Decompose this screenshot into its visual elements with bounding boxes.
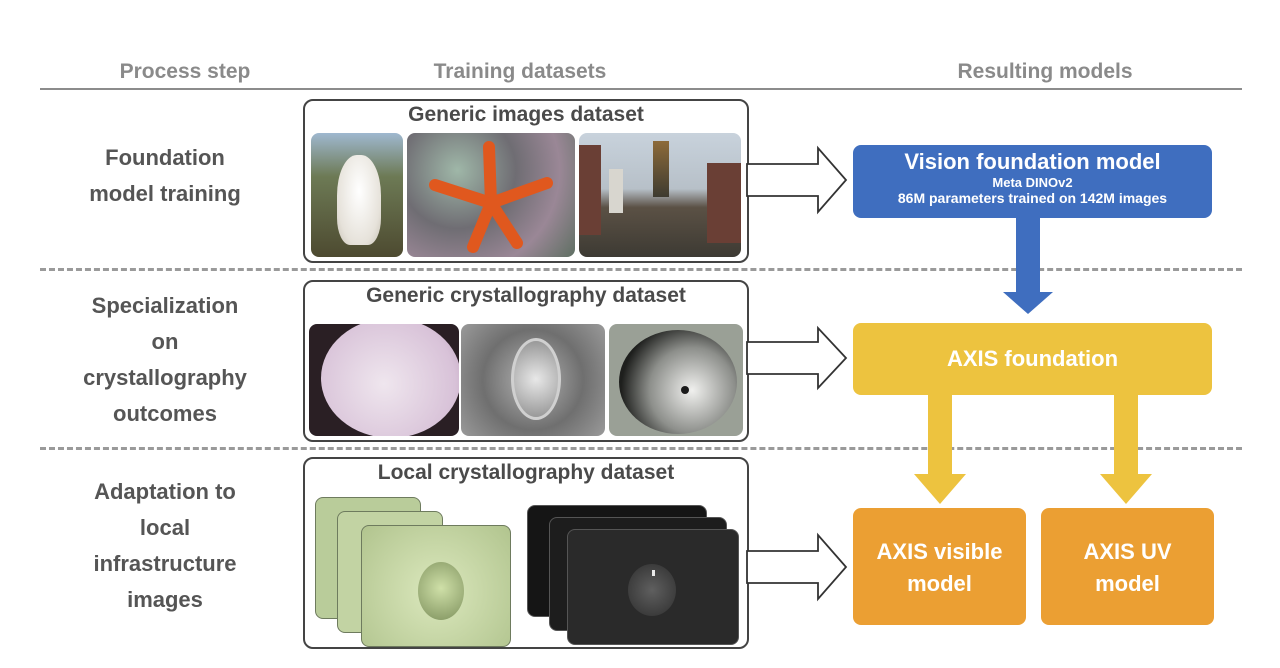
step-foundation-training: Foundation model training <box>40 140 290 212</box>
uv-image-front <box>567 529 739 645</box>
temple-photo <box>579 133 741 257</box>
axis-uv-line2: model <box>1095 571 1160 596</box>
dataset-title: Local crystallography dataset <box>377 461 675 484</box>
axis-uv-model: AXIS UV model <box>1041 508 1214 625</box>
yellow-arrow-shaft <box>1114 392 1138 476</box>
yellow-arrow-shaft <box>928 392 952 476</box>
dataset-title: Generic images dataset <box>408 103 644 126</box>
crystal-drop-pink <box>309 324 459 436</box>
step-specialization: Specialization on crystallography outcom… <box>40 288 290 432</box>
header-training-datasets: Training datasets <box>433 60 607 83</box>
step-line: Adaptation to <box>94 479 236 504</box>
blue-arrow-head <box>1003 292 1053 314</box>
vision-model-detail: 86M parameters trained on 142M images <box>897 190 1168 206</box>
starfish-photo <box>407 133 575 257</box>
axis-foundation-title: AXIS foundation <box>946 346 1119 371</box>
vision-model-title: Vision foundation model <box>904 149 1161 174</box>
yellow-arrow-head <box>914 474 966 504</box>
step-line: Specialization <box>91 293 239 318</box>
hollow-arrow-icon <box>746 325 848 391</box>
yellow-arrow-head <box>1100 474 1152 504</box>
step-line: on <box>151 329 179 354</box>
blue-arrow-shaft <box>1016 218 1040 294</box>
crystal-drop-dark <box>609 324 743 436</box>
dog-photo <box>311 133 403 257</box>
step-line: crystallography <box>83 365 247 390</box>
step-line: Foundation <box>105 145 225 170</box>
hollow-arrow-icon <box>746 145 848 215</box>
axis-visible-line1: AXIS visible <box>876 539 1003 564</box>
dataset-generic-crystallography: Generic crystallography dataset <box>303 280 749 442</box>
axis-visible-model: AXIS visible model <box>853 508 1026 625</box>
step-line: infrastructure <box>93 551 237 576</box>
axis-uv-line1: AXIS UV <box>1083 539 1172 564</box>
axis-visible-line2: model <box>907 571 972 596</box>
dataset-generic-images: Generic images dataset <box>303 99 749 263</box>
axis-foundation-model: AXIS foundation <box>853 323 1212 395</box>
hollow-arrow-icon <box>746 532 848 602</box>
row-separator-2 <box>40 447 1242 450</box>
starfish-shape <box>429 141 553 253</box>
vision-foundation-model: Vision foundation model Meta DINOv2 86M … <box>853 145 1212 218</box>
vision-model-subtitle: Meta DINOv2 <box>992 175 1073 190</box>
step-line: outcomes <box>113 401 217 426</box>
step-line: local <box>139 515 191 540</box>
dataset-title: Generic crystallography dataset <box>366 284 686 307</box>
row-separator-1 <box>40 268 1242 271</box>
header-rule <box>40 88 1242 90</box>
step-line: model training <box>89 181 241 206</box>
header-process-step: Process step <box>119 60 251 83</box>
step-line: images <box>127 587 203 612</box>
visible-image-front <box>361 525 511 647</box>
dataset-local-crystallography: Local crystallography dataset <box>303 457 749 649</box>
header-resulting-models: Resulting models <box>957 60 1133 83</box>
step-adaptation: Adaptation to local infrastructure image… <box>40 474 290 618</box>
crystal-drop-gray <box>461 324 605 436</box>
